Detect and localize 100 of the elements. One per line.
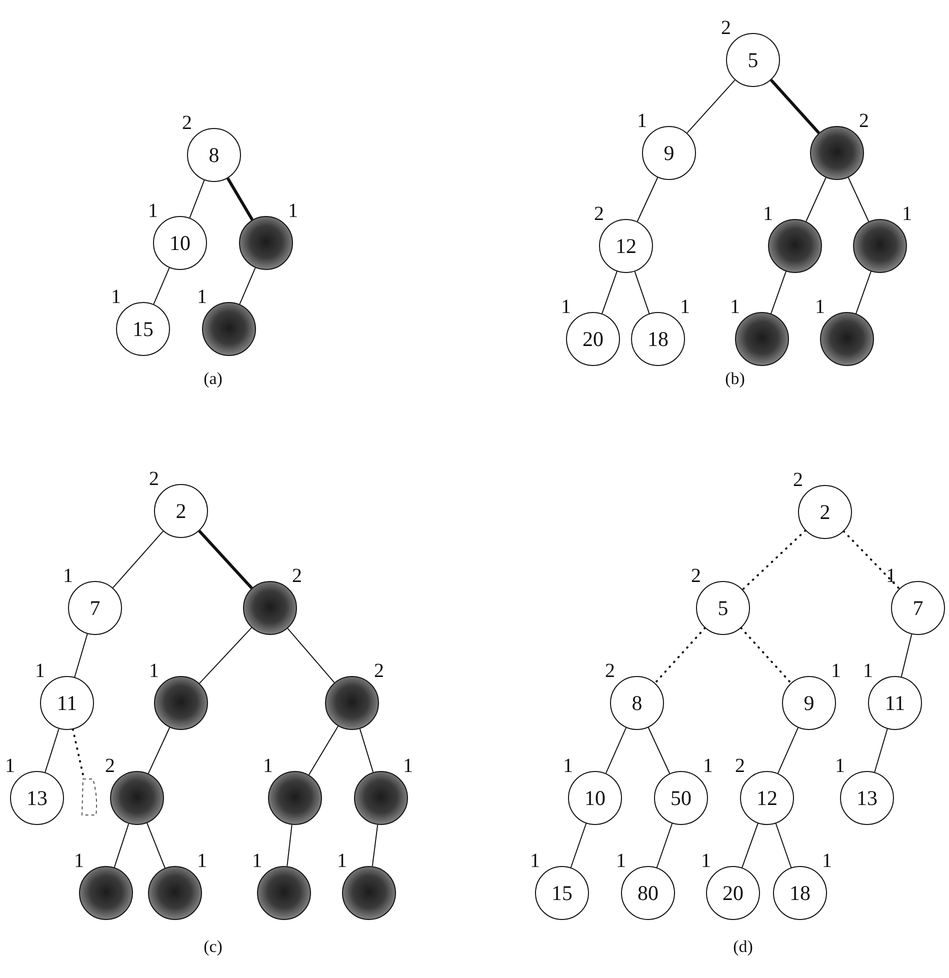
tree-edge: [112, 530, 164, 588]
tree-edge: [605, 727, 627, 774]
rank-number: 1: [636, 111, 648, 131]
tree-edge: [286, 824, 292, 867]
rank-number: 1: [147, 201, 159, 221]
dotted-tree-edge: [740, 627, 792, 684]
node-key: 9: [664, 142, 674, 164]
rank-number: 1: [862, 661, 874, 681]
rank-number: 1: [885, 566, 897, 586]
rank-number: 1: [196, 851, 208, 871]
tree-edge: [44, 728, 60, 773]
rank-number: 2: [148, 469, 160, 489]
tree-edge: [636, 177, 658, 222]
tree-edge: [359, 728, 374, 773]
rank-number: 1: [73, 851, 85, 871]
rank-number: 2: [690, 566, 702, 586]
tree-edge: [74, 633, 88, 678]
rank-number: 1: [336, 851, 348, 871]
tree-edge: [226, 177, 254, 221]
rank-number: 1: [901, 204, 913, 224]
panel-caption: (b): [725, 370, 745, 387]
node-key: 10: [584, 788, 606, 808]
rank-number: 1: [615, 851, 627, 871]
rank-number: 1: [821, 851, 833, 871]
rank-number: 1: [562, 756, 574, 776]
tree-edge: [189, 180, 205, 218]
node-key: 18: [648, 328, 668, 350]
rank-number: 2: [604, 661, 616, 681]
rank-number: 2: [373, 661, 385, 681]
rank-number: 2: [291, 566, 303, 586]
node-key: 10: [170, 232, 190, 254]
node-key: 5: [718, 598, 728, 618]
node-key: 7: [90, 598, 100, 618]
rank-number: 1: [62, 566, 74, 586]
node-key: 9: [804, 692, 814, 714]
rank-number: 1: [251, 851, 263, 871]
node-key: 2: [176, 500, 186, 522]
node-key: 5: [748, 50, 758, 70]
tree-edge: [770, 79, 820, 134]
tree-edge: [602, 270, 618, 314]
tree-edge: [856, 270, 872, 314]
node-key: 13: [26, 788, 48, 808]
tree-edge: [198, 530, 253, 590]
rank-number: 1: [148, 661, 160, 681]
rank-number: 2: [792, 470, 804, 490]
rank-number: 1: [702, 756, 714, 776]
node-key: 12: [616, 236, 636, 256]
rank-number: 1: [529, 851, 541, 871]
tree-edge: [742, 822, 758, 868]
tree-edge: [570, 823, 587, 868]
node-key: 80: [638, 882, 658, 904]
rank-number: 2: [593, 204, 605, 224]
tree-edge: [634, 271, 650, 314]
node-key: 8: [208, 144, 220, 166]
node-key: 13: [856, 788, 878, 808]
rank-number: 1: [729, 297, 741, 317]
tree-edge: [900, 634, 912, 678]
rank-number: 1: [700, 851, 712, 871]
rank-number: 1: [679, 297, 691, 317]
rank-number: 2: [720, 18, 732, 38]
tree-edge: [114, 823, 130, 868]
tree-edge: [308, 726, 339, 776]
node-key: 15: [132, 318, 154, 340]
node-key: 50: [670, 788, 692, 808]
panel-caption: (a): [204, 370, 222, 387]
panel-caption: (c): [204, 938, 222, 955]
rank-number: 1: [34, 661, 46, 681]
rank-number: 2: [104, 756, 116, 776]
tree-edge: [148, 727, 170, 774]
rank-number: 1: [762, 204, 774, 224]
tree-edge: [239, 267, 256, 305]
rank-number: 1: [4, 756, 16, 776]
dotted-tree-edge: [742, 530, 806, 590]
tree-edge: [806, 177, 826, 222]
rank-number: 1: [196, 287, 208, 307]
dotted-tree-edge: [842, 530, 900, 590]
rank-number: 1: [834, 756, 846, 776]
rank-number: 1: [560, 297, 572, 317]
tree-edge: [874, 728, 888, 773]
rank-number: 1: [830, 661, 842, 681]
tree-edge: [656, 823, 673, 868]
node-key: 8: [632, 692, 642, 714]
node-key: 20: [722, 882, 744, 904]
rank-number: 2: [858, 111, 870, 131]
tree-edge: [848, 177, 870, 222]
tree-edge: [777, 727, 799, 774]
rank-number: 2: [734, 756, 746, 776]
tree-edge: [372, 824, 378, 867]
rank-number: 1: [814, 297, 826, 317]
tree-edge: [775, 823, 792, 868]
rank-number: 2: [181, 113, 193, 133]
tree-edge: [686, 80, 736, 134]
rank-number: 1: [110, 287, 122, 307]
dotted-tree-edge: [654, 627, 706, 684]
tree-edge: [198, 627, 252, 684]
tree-edge: [770, 270, 786, 314]
node-key: 11: [56, 692, 78, 714]
tree-edge: [287, 628, 335, 684]
rank-number: 1: [262, 756, 274, 776]
rank-number: 1: [402, 756, 414, 776]
